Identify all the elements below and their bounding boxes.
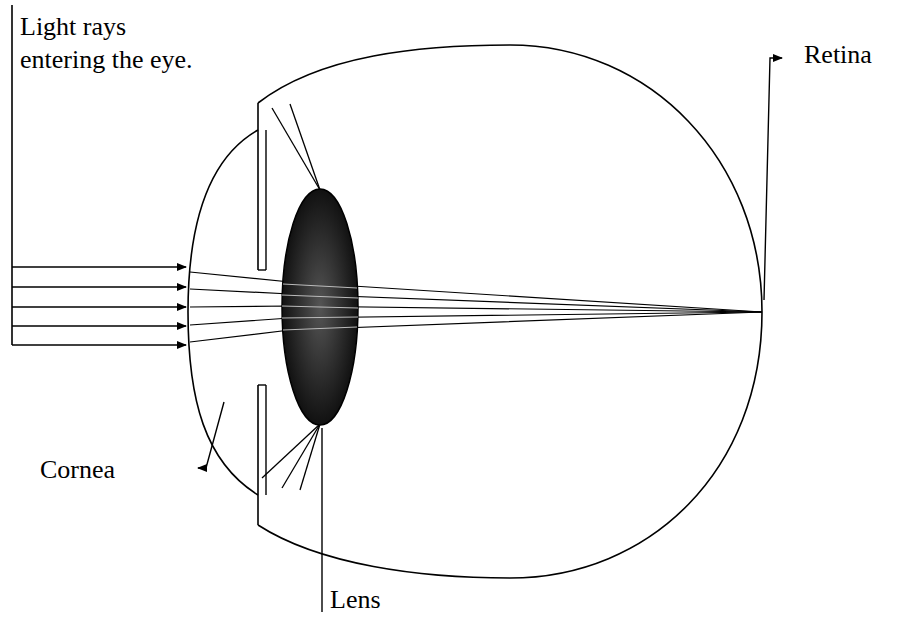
part-label: Retina bbox=[804, 38, 872, 71]
iris-line bbox=[257, 130, 259, 270]
leader-line bbox=[321, 428, 322, 612]
lens-shape bbox=[282, 189, 358, 425]
leader-line bbox=[11, 5, 13, 345]
light-rays-label: Light rays entering the eye. bbox=[20, 10, 198, 76]
light-ray bbox=[12, 267, 186, 345]
part-label: Lens bbox=[330, 583, 381, 616]
leader-line bbox=[198, 402, 224, 468]
refracted-ray bbox=[190, 272, 762, 342]
cornea-outline bbox=[188, 130, 258, 495]
leader-line bbox=[764, 58, 782, 300]
part-label: Cornea bbox=[40, 453, 115, 486]
